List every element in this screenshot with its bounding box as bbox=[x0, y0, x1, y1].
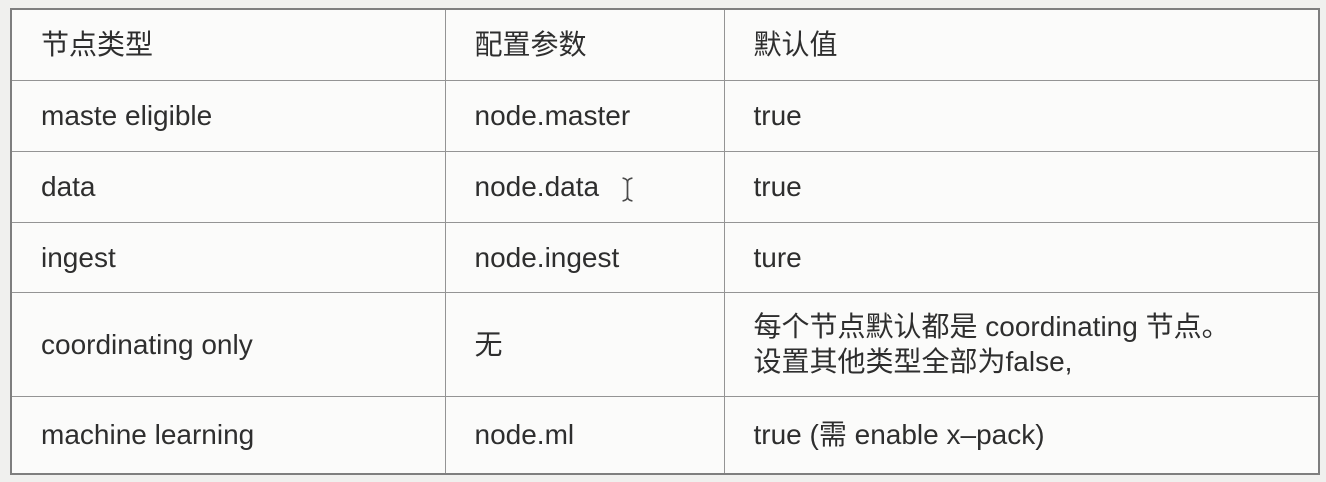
table-row: machine learning node.ml true (需 enable … bbox=[10, 395, 1320, 475]
header-default-value: 默认值 bbox=[723, 8, 1320, 81]
cell-node-type: maste eligible bbox=[10, 79, 446, 152]
node-types-table: 节点类型 配置参数 默认值 maste eligible node.master… bbox=[10, 8, 1320, 475]
table-row: data node.data true bbox=[10, 150, 1320, 223]
cell-default-value: 每个节点默认都是 coordinating 节点。 设置其他类型全部为false… bbox=[723, 291, 1320, 397]
cell-config-param: node.master bbox=[444, 79, 725, 152]
cell-config-param: node.ml bbox=[444, 395, 725, 475]
cell-node-type: data bbox=[10, 150, 446, 223]
header-node-type: 节点类型 bbox=[10, 8, 446, 81]
table-row: maste eligible node.master true bbox=[10, 79, 1320, 152]
cell-node-type: coordinating only bbox=[10, 291, 446, 397]
cell-node-type: ingest bbox=[10, 221, 446, 293]
cell-config-param: 无 bbox=[444, 291, 725, 397]
text-ibeam-cursor-icon bbox=[621, 176, 634, 203]
cell-text: node.data bbox=[474, 171, 600, 202]
cell-default-value: ture bbox=[723, 221, 1320, 293]
cell-config-param: node.data bbox=[444, 150, 725, 223]
cell-default-value: true (需 enable x–pack) bbox=[723, 395, 1320, 475]
cell-default-value: true bbox=[723, 150, 1320, 223]
cell-node-type: machine learning bbox=[10, 395, 446, 475]
table-row: coordinating only 无 每个节点默认都是 coordinatin… bbox=[10, 291, 1320, 397]
header-config-param: 配置参数 bbox=[444, 8, 725, 81]
table-header-row: 节点类型 配置参数 默认值 bbox=[10, 8, 1320, 81]
cell-config-param: node.ingest bbox=[444, 221, 725, 293]
table-row: ingest node.ingest ture bbox=[10, 221, 1320, 293]
cell-default-value: true bbox=[723, 79, 1320, 152]
